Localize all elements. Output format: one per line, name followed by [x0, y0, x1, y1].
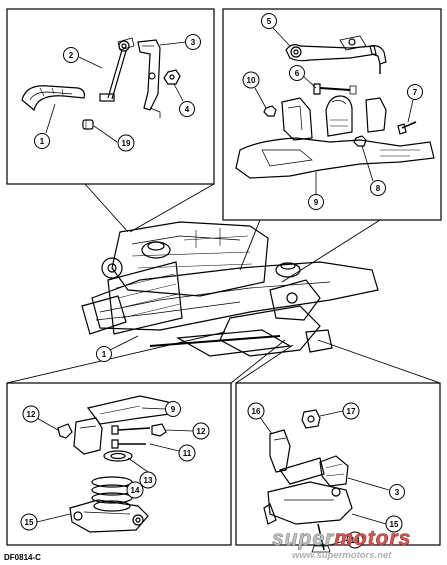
svg-text:4: 4: [185, 105, 190, 114]
top-right-callout-lines: [254, 27, 414, 194]
callout-19-top-left: 19: [117, 134, 135, 152]
callout-12-bottom-left-a: 12: [22, 405, 40, 423]
svg-text:3: 3: [191, 38, 196, 47]
svg-text:8: 8: [376, 184, 381, 193]
svg-text:19: 19: [122, 139, 131, 148]
svg-text:12: 12: [197, 427, 206, 436]
callout-6-top-right: 6: [289, 65, 305, 81]
svg-text:10: 10: [247, 76, 256, 85]
svg-text:6: 6: [295, 69, 300, 78]
svg-text:9: 9: [314, 198, 319, 207]
watermark: supermotors www.supermotors.net: [268, 527, 444, 563]
watermark-brand-prefix: super: [272, 527, 335, 551]
callout-14-bottom-left: 14: [126, 481, 144, 499]
svg-text:2: 2: [69, 51, 74, 60]
svg-text:16: 16: [252, 407, 261, 416]
panel-top-left-frame: [6, 8, 215, 185]
lower-arm-spring-assembly: [57, 395, 171, 533]
svg-text:18: 18: [351, 536, 360, 545]
svg-text:7: 7: [413, 88, 418, 97]
callout-8-top-right: 8: [370, 180, 386, 196]
panel-top-right-frame: [222, 8, 442, 221]
callout-1-center: 1: [96, 346, 112, 362]
callout-5-top-right: 5: [261, 13, 277, 29]
svg-text:3: 3: [395, 488, 400, 497]
bottom-right-callout-lines: [255, 410, 390, 547]
svg-text:14: 14: [131, 486, 140, 495]
callout-13-bottom-left: 13: [139, 471, 157, 489]
callout-12-bottom-left-b: 12: [192, 422, 210, 440]
svg-text:5: 5: [267, 17, 272, 26]
watermark-brand-accent: motors: [334, 527, 412, 551]
callout-9-bottom-left: 9: [165, 401, 181, 417]
callout-15-bottom-right: 15: [385, 515, 403, 533]
watermark-url: www.supermotors.net: [292, 550, 392, 561]
bottom-left-callout-lines: [34, 407, 194, 523]
stabilizer-bar-assembly: [21, 37, 181, 130]
panel-leader-lines: [6, 183, 441, 384]
callout-15-bottom-left: 15: [20, 513, 38, 531]
panel-bottom-right-frame: [235, 382, 441, 546]
center-callout-line: [109, 335, 139, 351]
callout-10-top-right: 10: [242, 71, 260, 89]
callout-1-top-left: 1: [34, 133, 50, 149]
callout-4-top-left: 4: [179, 101, 195, 117]
callout-markers: 1 2 3 4 19 5 6 7: [20, 13, 423, 549]
callout-9-top-right: 9: [308, 194, 324, 210]
steering-knuckle-assembly: [263, 409, 353, 553]
svg-text:15: 15: [390, 520, 399, 529]
svg-text:12: 12: [27, 410, 36, 419]
callout-18-bottom-right: 18: [346, 531, 364, 549]
top-left-callout-lines: [45, 41, 187, 143]
callout-3-top-left: 3: [185, 34, 201, 50]
callout-3-bottom-right: 3: [389, 484, 405, 500]
upper-arm-crossmember-assembly: [235, 35, 435, 179]
watermark-logo: supermotors: [272, 527, 411, 551]
callout-2-top-left: 2: [63, 47, 79, 63]
callout-16-bottom-right: 16: [247, 402, 265, 420]
figure-reference-code: DF0814-C: [4, 553, 41, 562]
svg-text:15: 15: [25, 518, 34, 527]
svg-text:1: 1: [102, 350, 107, 359]
svg-text:1: 1: [40, 137, 45, 146]
callout-17-bottom-right: 17: [342, 402, 360, 420]
svg-text:13: 13: [144, 476, 153, 485]
svg-text:11: 11: [183, 449, 192, 458]
svg-text:9: 9: [171, 405, 176, 414]
svg-text:17: 17: [347, 407, 356, 416]
callout-7-top-right: 7: [407, 84, 423, 100]
callout-11-bottom-left: 11: [178, 444, 196, 462]
panel-bottom-left-frame: [6, 382, 232, 546]
front-suspension-chassis: [81, 221, 379, 357]
